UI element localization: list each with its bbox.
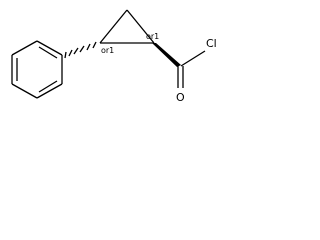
oxygen-label: O: [176, 91, 185, 104]
hashed-wedge-bond: [64, 41, 97, 59]
cyclopropane-bond-right: [126, 9, 155, 44]
ring-double-bond-1: [38, 46, 58, 59]
benzene-ring: [11, 40, 63, 99]
stereo-label-right: or1: [146, 32, 159, 41]
ring-double-bond-2: [38, 80, 58, 93]
molecule-structure: Cl O or1 or1: [11, 9, 217, 104]
chlorine-label: Cl: [206, 37, 217, 50]
stereo-label-left: or1: [101, 46, 114, 55]
ring-bond-6: [11, 40, 38, 56]
cyclopropane-bond-left: [99, 9, 128, 44]
c-cl-bond: [180, 50, 206, 67]
cyclopropane-ring: [99, 9, 155, 44]
ring-bond-4: [11, 83, 38, 99]
ring-bond-1: [36, 40, 63, 56]
solid-wedge-bond: [152, 43, 181, 67]
ring-bond-3: [36, 83, 63, 99]
